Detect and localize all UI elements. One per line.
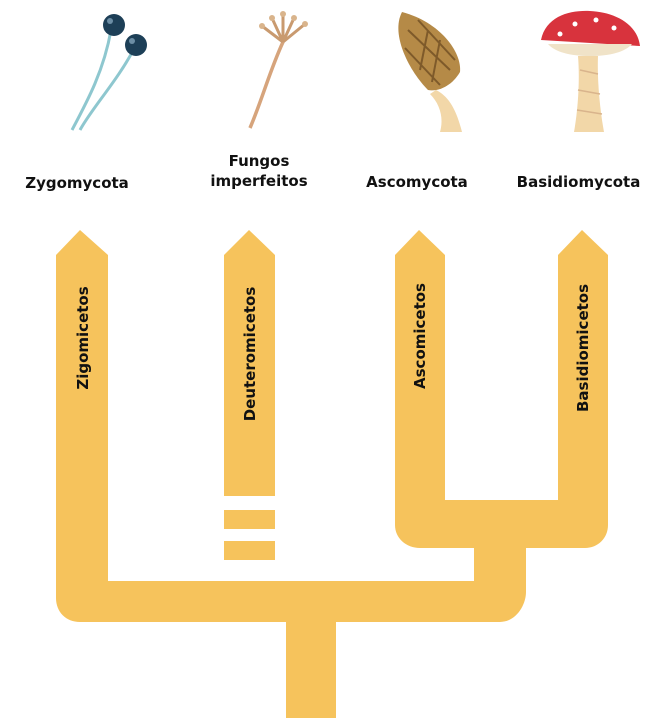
group-name-basidiomycota: Basidiomycota [500, 172, 657, 192]
cladogram-tree [56, 230, 608, 718]
branch-label-zygomycota: Zigomicetos [74, 286, 92, 389]
group-name-fungos-imperfeitos: Fungos imperfeitos [194, 151, 324, 191]
ascomycota-illustration [398, 12, 462, 132]
branch-label-fungos-imperfeitos: Deuteromicetos [241, 287, 259, 422]
branch-zygomycota [56, 230, 526, 718]
zygomycota-illustration [72, 14, 147, 130]
deuteromicetos-dash-2 [224, 541, 275, 560]
basidiomycota-illustration [541, 11, 640, 132]
group-name-zygomycota: Zygomycota [5, 173, 149, 193]
group-name-ascomycota: Ascomycota [344, 172, 490, 192]
branch-label-basidiomycota: Basidiomicetos [574, 284, 592, 412]
fungos-imperfeitos-illustration [250, 11, 308, 128]
deuteromicetos-dash-1 [224, 510, 275, 529]
branch-label-ascomycota: Ascomicetos [411, 283, 429, 389]
